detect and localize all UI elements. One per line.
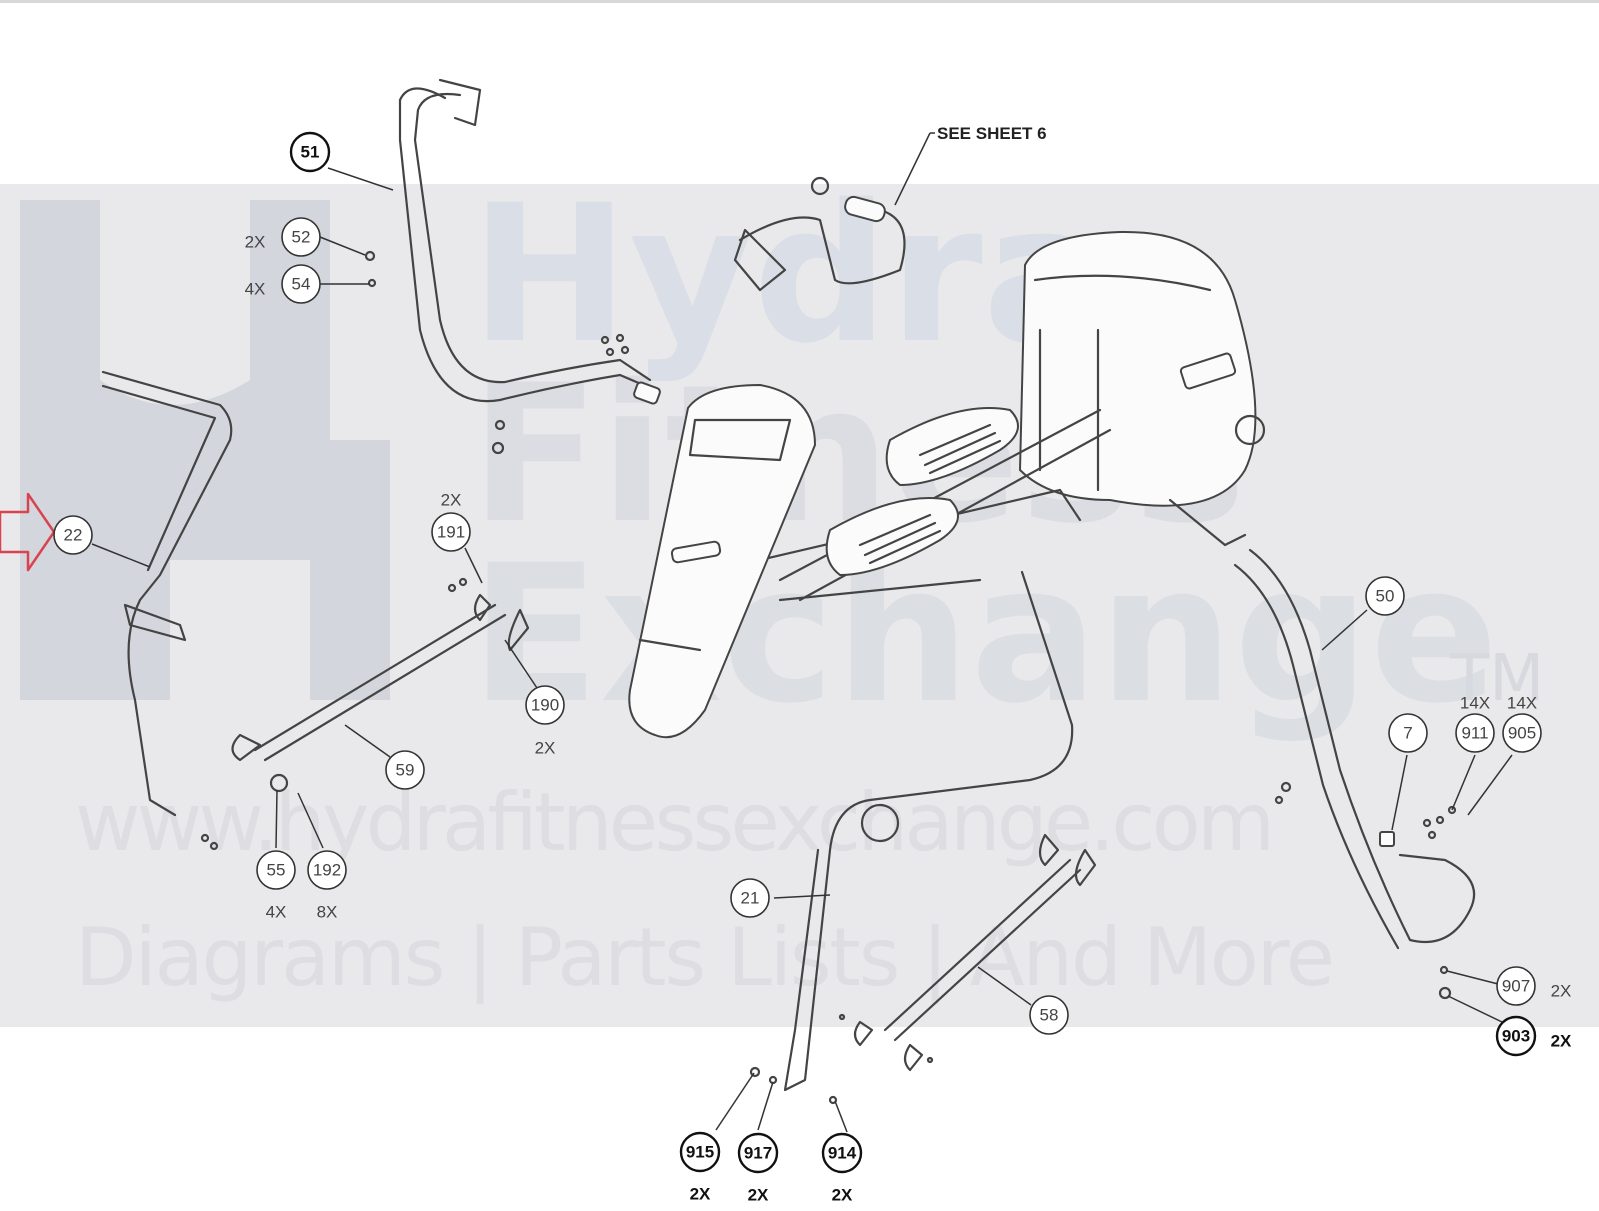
callout-number: 911 <box>1461 724 1488 743</box>
part-50-right-arm <box>1248 548 1476 944</box>
callout-905: 905 14X <box>1502 694 1542 753</box>
hardware-bits <box>200 250 1457 1105</box>
callout-number: 50 <box>1376 587 1395 606</box>
callout-quantity: 14X <box>1507 694 1537 713</box>
callout-191: 191 2X <box>431 491 471 552</box>
callout-circle <box>1365 576 1405 616</box>
see-sheet-note: SEE SHEET 6 <box>937 124 1047 143</box>
watermark-logo <box>20 200 390 700</box>
callout-number: 191 <box>437 523 465 542</box>
watermark-brand-line-1: Hydra <box>470 164 1111 385</box>
callout-circle <box>1455 713 1495 753</box>
callout-circle <box>730 878 770 918</box>
leader-lines <box>91 132 1513 1133</box>
callout-50: 50 <box>1365 576 1405 616</box>
callout-circle <box>525 685 565 725</box>
callout-circle <box>1388 713 1428 753</box>
watermark-trademark: TM <box>1449 642 1544 716</box>
callout-quantity: 2X <box>245 233 266 252</box>
callout-circle <box>431 512 471 552</box>
callout-circle <box>1496 966 1536 1006</box>
callout-55: 55 4X <box>256 850 296 922</box>
part-59-link-arm <box>253 603 507 762</box>
callout-circle <box>821 1132 863 1174</box>
callout-number: 22 <box>64 526 83 545</box>
callout-911: 911 14X <box>1455 694 1495 753</box>
callout-quantity: 4X <box>266 903 287 922</box>
callout-7: 7 <box>1388 713 1428 753</box>
callout-number: 59 <box>396 761 415 780</box>
callout-number: 903 <box>1502 1027 1530 1046</box>
callout-quantity: 2X <box>832 1186 853 1205</box>
callout-circle <box>53 515 93 555</box>
callout-51: 51 <box>289 131 331 173</box>
callout-914: 914 2X <box>821 1132 863 1205</box>
callout-circle <box>281 217 321 257</box>
callout-number: 915 <box>686 1143 714 1162</box>
callout-915: 915 2X <box>679 1131 721 1204</box>
callout-quantity: 2X <box>535 739 556 758</box>
callout-quantity: 14X <box>1460 694 1490 713</box>
callout-quantity: 2X <box>1551 982 1572 1001</box>
watermark-brand-line-3: Exchange <box>470 524 1499 745</box>
callout-number: 192 <box>313 861 341 880</box>
part-58-link-arm <box>883 858 1082 1042</box>
callout-circle <box>1029 995 1069 1035</box>
part-21-lower-arm <box>783 570 1074 1092</box>
callout-circle <box>1502 713 1542 753</box>
part-22-left-arm <box>101 370 233 817</box>
callout-number: 914 <box>828 1144 857 1163</box>
callout-quantity: 2X <box>748 1186 769 1205</box>
callout-number: 51 <box>301 143 320 162</box>
callout-circle <box>1495 1015 1537 1057</box>
callout-number: 907 <box>1502 977 1530 996</box>
callout-circle <box>256 850 296 890</box>
watermark-tagline: Diagrams | Parts Lists | And More <box>75 911 1335 1005</box>
callout-quantity: 8X <box>317 903 338 922</box>
elliptical-frame <box>628 176 1266 739</box>
callout-circle <box>289 131 331 173</box>
callout-circle <box>679 1131 721 1173</box>
callout-number: 21 <box>741 889 760 908</box>
callout-903: 903 2X <box>1495 1015 1572 1057</box>
callout-number: 58 <box>1040 1006 1059 1025</box>
callout-22: 22 <box>53 515 93 555</box>
callout-number: 7 <box>1403 724 1412 743</box>
callout-52: 52 2X <box>245 217 321 257</box>
callout-21: 21 <box>730 878 770 918</box>
callout-quantity: 2X <box>1551 1032 1572 1051</box>
callout-circle <box>385 750 425 790</box>
callout-54: 54 4X <box>245 264 321 304</box>
callout-number: 190 <box>531 696 559 715</box>
callout-917: 917 2X <box>737 1132 779 1205</box>
callout-number: 55 <box>267 861 286 880</box>
callout-192: 192 8X <box>307 850 347 922</box>
callout-quantity: 4X <box>245 280 266 299</box>
callout-190: 190 2X <box>525 685 565 758</box>
callout-number: 54 <box>292 275 311 294</box>
callout-quantity: 2X <box>441 491 462 510</box>
callout-circle <box>307 850 347 890</box>
callout-number: 905 <box>1508 724 1536 743</box>
watermark-url: www.hydrafitnessexchange.com <box>75 776 1275 869</box>
callout-quantity: 2X <box>690 1185 711 1204</box>
top-border <box>0 0 1599 3</box>
callout-907: 907 2X <box>1496 966 1572 1006</box>
callout-number: 917 <box>744 1144 772 1163</box>
callout-circle <box>737 1132 779 1174</box>
callout-number: 52 <box>292 228 311 247</box>
highlight-arrow-icon <box>0 492 56 572</box>
callout-58: 58 <box>1029 995 1069 1035</box>
callout-circle <box>281 264 321 304</box>
callout-59: 59 <box>385 750 425 790</box>
part-51-upper-arm <box>398 87 657 403</box>
callout-group: 51 52 2X 54 4X 22 191 2X 190 2X 59 55 4X 192 8X 50 7 911 1… <box>53 131 1572 1205</box>
